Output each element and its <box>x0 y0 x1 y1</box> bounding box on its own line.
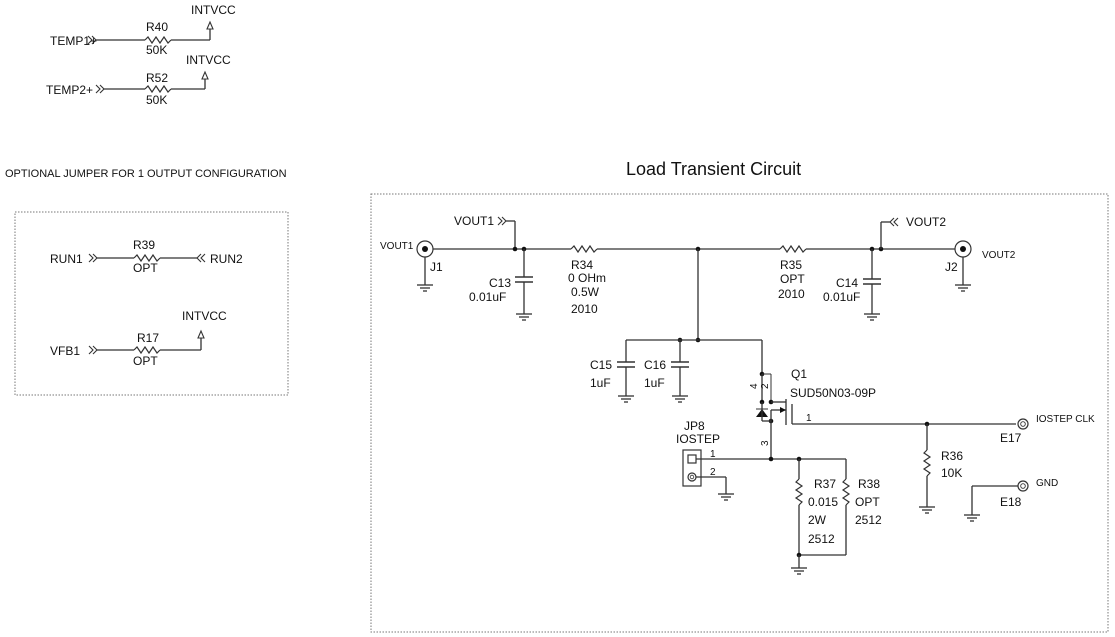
r35-value: OPT <box>780 272 805 286</box>
r34-power: 0.5W <box>571 285 600 299</box>
r17-ref: R17 <box>137 331 159 345</box>
e18-label: GND <box>1036 478 1058 489</box>
r37-resistor <box>795 459 803 555</box>
r17-value: OPT <box>133 354 158 368</box>
c13-capacitor <box>514 249 534 321</box>
jp8-ref: JP8 <box>684 419 705 433</box>
c14-value: 0.01uF <box>823 290 860 304</box>
e17-testpoint[interactable] <box>1017 418 1029 430</box>
c15-ref: C15 <box>590 358 612 372</box>
jp8-jumper <box>682 449 846 501</box>
jp8-name: IOSTEP <box>676 432 720 446</box>
r40-ref: R40 <box>146 20 168 34</box>
q1-pin3: 3 <box>760 440 771 446</box>
r37-power: 2W <box>808 513 827 527</box>
j2-connector <box>954 240 972 292</box>
r40-value: 50K <box>146 43 167 57</box>
r39-value: OPT <box>133 261 158 275</box>
load-transient-frame <box>370 193 1109 633</box>
temp1-net-label: TEMP1+ <box>50 34 97 48</box>
q1-pin4: 4 <box>749 383 760 389</box>
r34-pkg: 2010 <box>571 302 598 316</box>
vfb-jumper <box>88 330 205 355</box>
r37-value: 0.015 <box>808 495 838 509</box>
c14-capacitor <box>862 249 882 321</box>
run-jumper <box>88 253 206 263</box>
c16-ref: C16 <box>644 358 666 372</box>
e18-testpoint[interactable] <box>963 480 1029 522</box>
optional-jumper-title: OPTIONAL JUMPER FOR 1 OUTPUT CONFIGURATI… <box>5 168 287 180</box>
temp1-rail-label: INTVCC <box>191 3 236 17</box>
e17-label: IOSTEP CLK <box>1036 414 1095 425</box>
jp8-pin2: 2 <box>710 467 716 478</box>
e17-ref: E17 <box>1000 431 1022 445</box>
r34-value: 0 OHm <box>568 271 606 285</box>
j1-label: VOUT1 <box>380 241 414 252</box>
r52-value: 50K <box>146 93 167 107</box>
r36-resistor <box>918 424 936 514</box>
temp1-network <box>87 21 214 45</box>
r35-ref: R35 <box>780 258 802 272</box>
temp2-rail-label: INTVCC <box>186 53 231 67</box>
load-transient-title: Load Transient Circuit <box>626 159 801 179</box>
c15-capacitor <box>616 340 636 403</box>
r38-resistor <box>842 459 850 555</box>
c15-value: 1uF <box>590 376 611 390</box>
run2-net-label: RUN2 <box>210 252 243 266</box>
r37-pkg: 2512 <box>808 532 835 546</box>
c13-value: 0.01uF <box>469 290 506 304</box>
temp2-net-label: TEMP2+ <box>46 83 93 97</box>
r38-value: OPT <box>855 495 880 509</box>
r36-value: 10K <box>941 466 962 480</box>
j1-connector <box>416 240 434 292</box>
jp8-pin1: 1 <box>710 449 716 460</box>
j2-ref: J2 <box>945 260 958 274</box>
q1-pin1: 1 <box>806 413 812 424</box>
vfb-rail-label: INTVCC <box>182 309 227 323</box>
e18-ref: E18 <box>1000 495 1022 509</box>
q1-ref: Q1 <box>791 367 807 381</box>
c16-value: 1uF <box>644 376 665 390</box>
q1-pin2: 2 <box>760 383 771 389</box>
j2-label: VOUT2 <box>982 250 1016 261</box>
c14-ref: C14 <box>836 276 858 290</box>
r37-ref: R37 <box>814 477 836 491</box>
r52-ref: R52 <box>146 71 168 85</box>
r35-pkg: 2010 <box>778 287 805 301</box>
r38-pkg: 2512 <box>855 513 882 527</box>
r39-ref: R39 <box>133 238 155 252</box>
c16-capacitor <box>670 340 690 403</box>
vout2-net-label: VOUT2 <box>906 215 946 229</box>
optional-jumper-frame <box>14 211 289 396</box>
vfb1-net-label: VFB1 <box>50 344 80 358</box>
r36-ref: R36 <box>941 449 963 463</box>
temp2-network <box>95 71 209 94</box>
r34-ref: R34 <box>571 258 593 272</box>
r38-ref: R38 <box>858 477 880 491</box>
q1-part: SUD50N03-09P <box>790 386 876 400</box>
c13-ref: C13 <box>489 276 511 290</box>
vout1-net-label: VOUT1 <box>454 214 494 228</box>
q1-mosfet <box>756 340 1016 459</box>
j1-ref: J1 <box>430 260 443 274</box>
run1-net-label: RUN1 <box>50 252 83 266</box>
